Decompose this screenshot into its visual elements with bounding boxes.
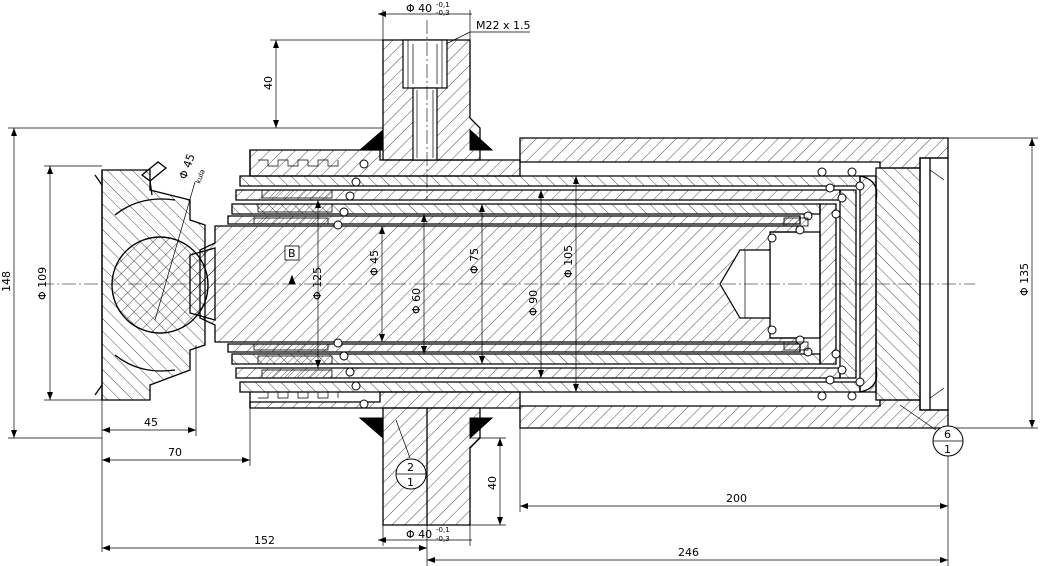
d90-label: Φ 90 xyxy=(527,290,540,316)
port-height-top-label: 40 xyxy=(262,76,275,90)
balloon-right-top: 6 xyxy=(944,428,951,441)
dim-246-label: 246 xyxy=(678,546,699,559)
d45-label: Φ 45 xyxy=(368,250,381,276)
dimensions xyxy=(8,10,1038,566)
dimension-texts: Φ 40 -0,1 -0,3 M22 x 1.5 40 148 Φ 109 Φ … xyxy=(0,1,1031,559)
bottom-port-block xyxy=(358,407,494,526)
ball-joint-mount xyxy=(94,161,216,401)
port-bottom-tol-upper: -0,1 xyxy=(436,526,450,534)
balloon-left: 2 1 xyxy=(395,458,427,490)
dim-45-label: 45 xyxy=(144,416,158,429)
port-bottom-tol-lower: -0,3 xyxy=(436,535,450,543)
seal-blocks xyxy=(253,189,809,379)
port-height-bottom-label: 40 xyxy=(486,476,499,490)
balloon-left-bottom: 1 xyxy=(407,476,414,489)
d125-label: Φ 125 xyxy=(311,267,324,300)
balloon-left-top: 2 xyxy=(407,461,414,474)
port-top-tol-upper: -0,1 xyxy=(436,1,450,9)
d135-label: Φ 135 xyxy=(1018,263,1031,296)
port-top-tol-lower: -0,3 xyxy=(436,9,450,17)
balloon-right-bottom: 1 xyxy=(944,443,951,456)
ball-diameter-label: Φ 45 xyxy=(177,152,198,181)
top-port-block xyxy=(358,39,494,161)
d60-label: Φ 60 xyxy=(410,288,423,314)
d75-label: Φ 75 xyxy=(468,248,481,274)
center-lines xyxy=(40,20,975,285)
ball-seat-diameter-label: Φ 109 xyxy=(36,267,49,300)
dim-200-label: 200 xyxy=(726,492,747,505)
overall-height-label: 148 xyxy=(0,271,13,292)
port-top-diameter-label: Φ 40 xyxy=(406,2,432,15)
dim-152-label: 152 xyxy=(254,534,275,547)
thread-label: M22 x 1.5 xyxy=(476,19,530,32)
detail-b-label: B xyxy=(288,247,296,260)
d105-label: Φ 105 xyxy=(562,245,575,278)
dim-70-label: 70 xyxy=(168,446,182,459)
port-bottom-diameter-label: Φ 40 xyxy=(406,528,432,541)
balloon-right: 6 1 xyxy=(932,425,964,457)
seal-rings xyxy=(333,159,865,409)
ball-word-label: kula xyxy=(194,168,206,184)
